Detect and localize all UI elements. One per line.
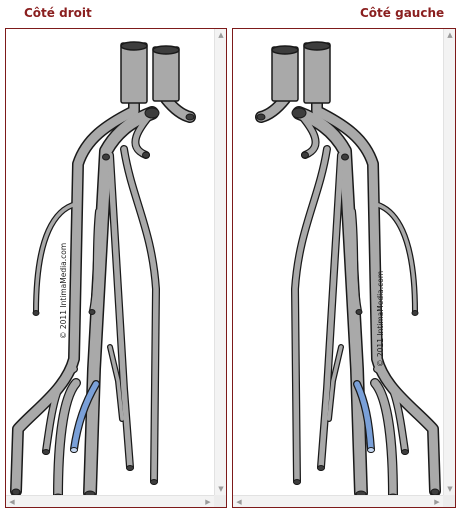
scroll-up-icon[interactable]: ▲ xyxy=(218,30,224,39)
scroll-right-icon[interactable]: ▶ xyxy=(434,497,440,506)
scroll-down-icon[interactable]: ▼ xyxy=(447,484,453,493)
scroll-down-icon[interactable]: ▼ xyxy=(218,484,224,493)
scroll-up-icon[interactable]: ▲ xyxy=(447,30,453,39)
title-cote-gauche: Côté gauche xyxy=(360,6,445,20)
title-cote-droit: Côté droit xyxy=(24,6,92,20)
copyright-text: © 2011 IntimaMedia.com xyxy=(376,271,385,367)
vertical-scrollbar[interactable]: ▲ ▼ xyxy=(214,29,226,495)
scrollbar-corner xyxy=(443,495,455,507)
vertical-scrollbar[interactable]: ▲ ▼ xyxy=(443,29,455,495)
vein-diagram-left-side: © 2011 IntimaMedia.com xyxy=(255,41,441,497)
scroll-left-icon[interactable]: ◀ xyxy=(9,497,15,506)
scrollbar-corner xyxy=(214,495,226,507)
scroll-left-icon[interactable]: ◀ xyxy=(236,497,242,506)
horizontal-scrollbar[interactable]: ◀ ▶ xyxy=(233,495,443,507)
scroll-right-icon[interactable]: ▶ xyxy=(205,497,211,506)
horizontal-scrollbar[interactable]: ◀ ▶ xyxy=(6,495,214,507)
copyright-text: © 2011 IntimaMedia.com xyxy=(59,243,68,339)
vein-diagram-right-side: © 2011 IntimaMedia.com xyxy=(10,41,196,497)
panel-cote-gauche: © 2011 IntimaMedia.com ▲ ▼ ◀ ▶ xyxy=(232,28,456,508)
panel-cote-droit: © 2011 IntimaMedia.com ▲ ▼ ◀ ▶ xyxy=(5,28,227,508)
